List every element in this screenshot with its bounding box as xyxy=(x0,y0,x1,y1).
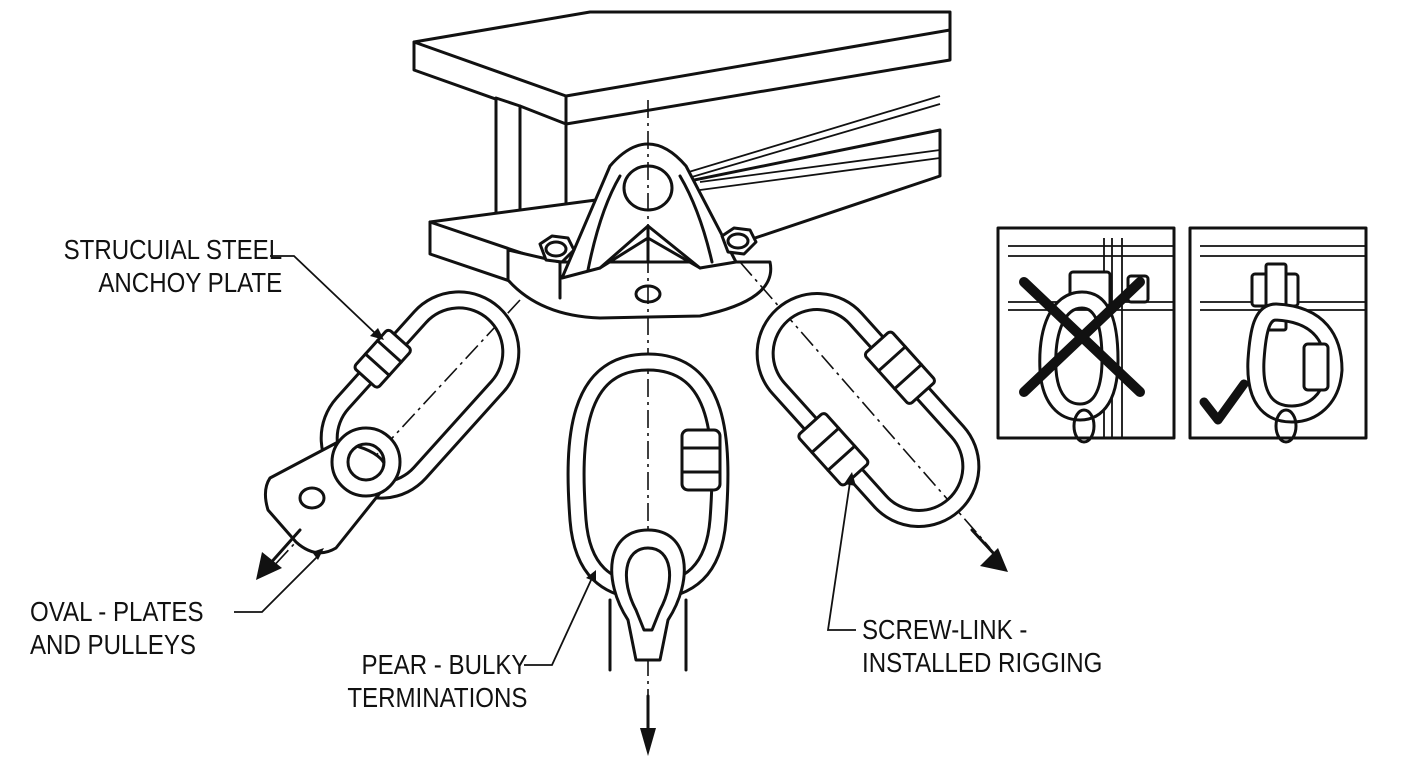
oval-load-arrow xyxy=(256,528,302,580)
screw-link-load-arrow xyxy=(970,528,1008,572)
leader-oval xyxy=(234,555,319,613)
bolt-right xyxy=(720,226,758,256)
leader-pear xyxy=(524,577,593,666)
inset-correct xyxy=(1188,226,1368,444)
leader-anchor-plate xyxy=(270,255,377,335)
label-pear: PEAR - BULKY TERMINATIONS xyxy=(347,648,527,714)
bolt-left xyxy=(538,234,576,264)
oval-carabiner xyxy=(263,290,521,555)
inset-incorrect xyxy=(996,226,1176,444)
pulley-plate xyxy=(263,440,389,555)
label-screw-link: SCREW-LINK - INSTALLED RIGGING xyxy=(862,613,1102,679)
cross-icon xyxy=(1019,277,1145,397)
wire-rope-thimble xyxy=(608,528,688,672)
screw-link-barrel-upper xyxy=(863,330,936,405)
screw-link-barrel-lower xyxy=(797,412,870,487)
label-anchor-plate: STRUCUIAL STEEL ANCHOY PLATE xyxy=(64,233,283,299)
label-screw-link-line2: INSTALLED RIGGING xyxy=(862,647,1103,678)
label-anchor-plate-line2: ANCHOY PLATE xyxy=(98,267,283,298)
leader-screw-link xyxy=(826,481,856,631)
label-pear-line1: PEAR - BULKY xyxy=(361,649,528,680)
check-icon xyxy=(1199,379,1249,425)
pear-carabiner xyxy=(566,352,730,672)
label-oval-line1: OVAL - PLATES xyxy=(30,596,204,627)
pear-locking-sleeve xyxy=(680,428,722,492)
label-pear-line2: TERMINATIONS xyxy=(347,682,528,713)
label-anchor-plate-line1: STRUCUIAL STEEL xyxy=(63,234,283,265)
label-oval: OVAL - PLATES AND PULLEYS xyxy=(30,595,204,661)
oval-locking-sleeve xyxy=(353,328,412,389)
label-oval-line2: AND PULLEYS xyxy=(30,629,196,660)
screw-link xyxy=(755,292,981,528)
pear-load-arrow xyxy=(640,694,656,756)
label-screw-link-line1: SCREW-LINK - xyxy=(862,614,1028,645)
